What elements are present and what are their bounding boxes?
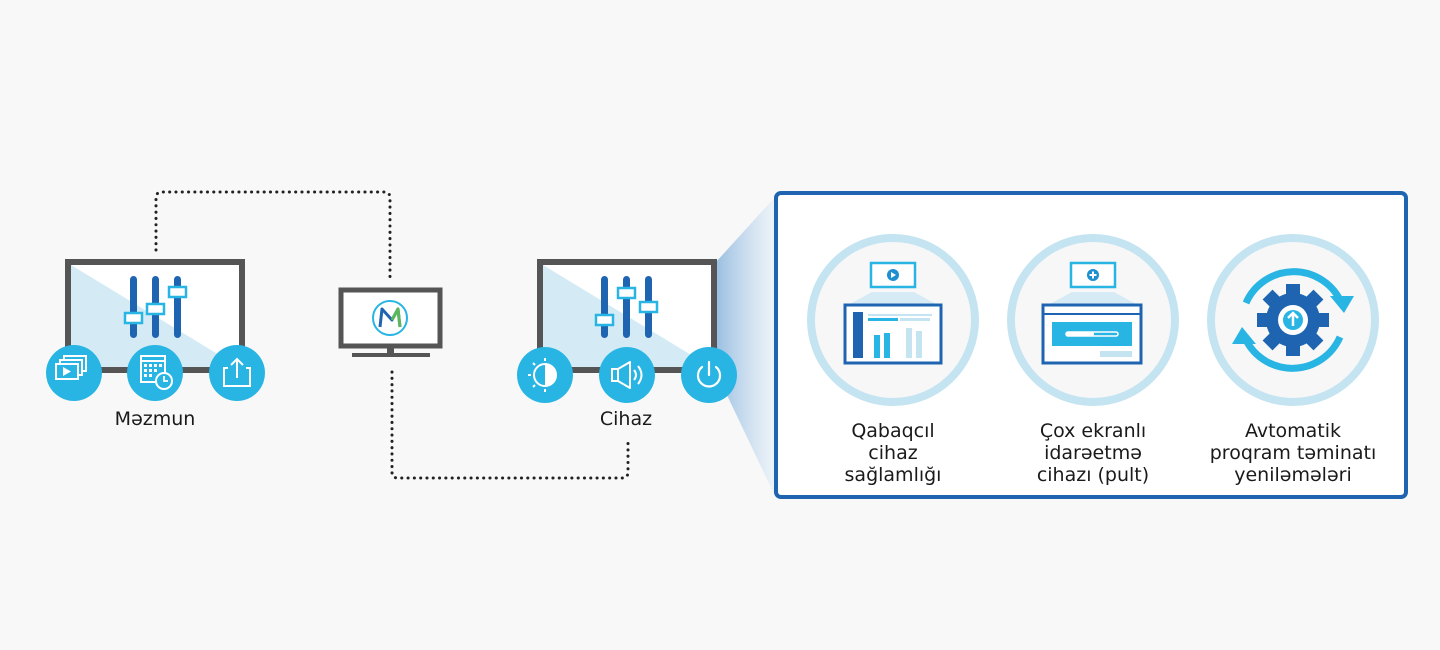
feature-label-multi-screen-control: Çox ekranlı idarəetmə cihazı (pult) [993,420,1193,486]
connector-content-to-server [154,190,392,284]
feature-label-line: Qabaqcıl [851,420,935,442]
magicinfo-m-logo-icon [372,300,408,336]
slides-play-icon [46,345,102,401]
feature-label-line: sağlamlığı [844,464,942,486]
server-monitor [338,287,443,357]
feature-label-device-health: Qabaqcıl cihaz sağlamlığı [793,420,993,486]
feature-label-line: cihazı (pult) [1036,464,1150,486]
auto-software-update-icon [1207,234,1379,406]
sliders-icon [594,276,659,338]
volume-icon [599,347,655,403]
sliders-icon [123,276,188,338]
device-monitor [517,259,737,403]
feature-label-line: yeniləmələri [1234,464,1352,486]
feature-label-auto-update: Avtomatik proqram təminatı yeniləmələri [1193,420,1393,486]
feature-label-line: idarəetmə [1044,442,1142,464]
connector-server-to-device [390,370,630,480]
device-label: Cihaz [599,408,653,430]
feature-label-line: cihaz [868,442,918,464]
feature-label-line: proqram təminatı [1209,442,1377,464]
device-health-dashboard-icon [807,234,979,406]
content-monitor [46,259,265,401]
share-upload-icon [209,345,265,401]
power-icon [681,347,737,403]
multi-screen-control-icon [1007,234,1179,406]
zoom-beam [716,196,776,498]
feature-label-line: Avtomatik [1244,420,1342,442]
calendar-schedule-icon [127,345,183,401]
brightness-icon [517,347,573,403]
feature-label-line: Çox ekranlı [1039,420,1147,442]
content-label: Məzmun [114,408,196,430]
